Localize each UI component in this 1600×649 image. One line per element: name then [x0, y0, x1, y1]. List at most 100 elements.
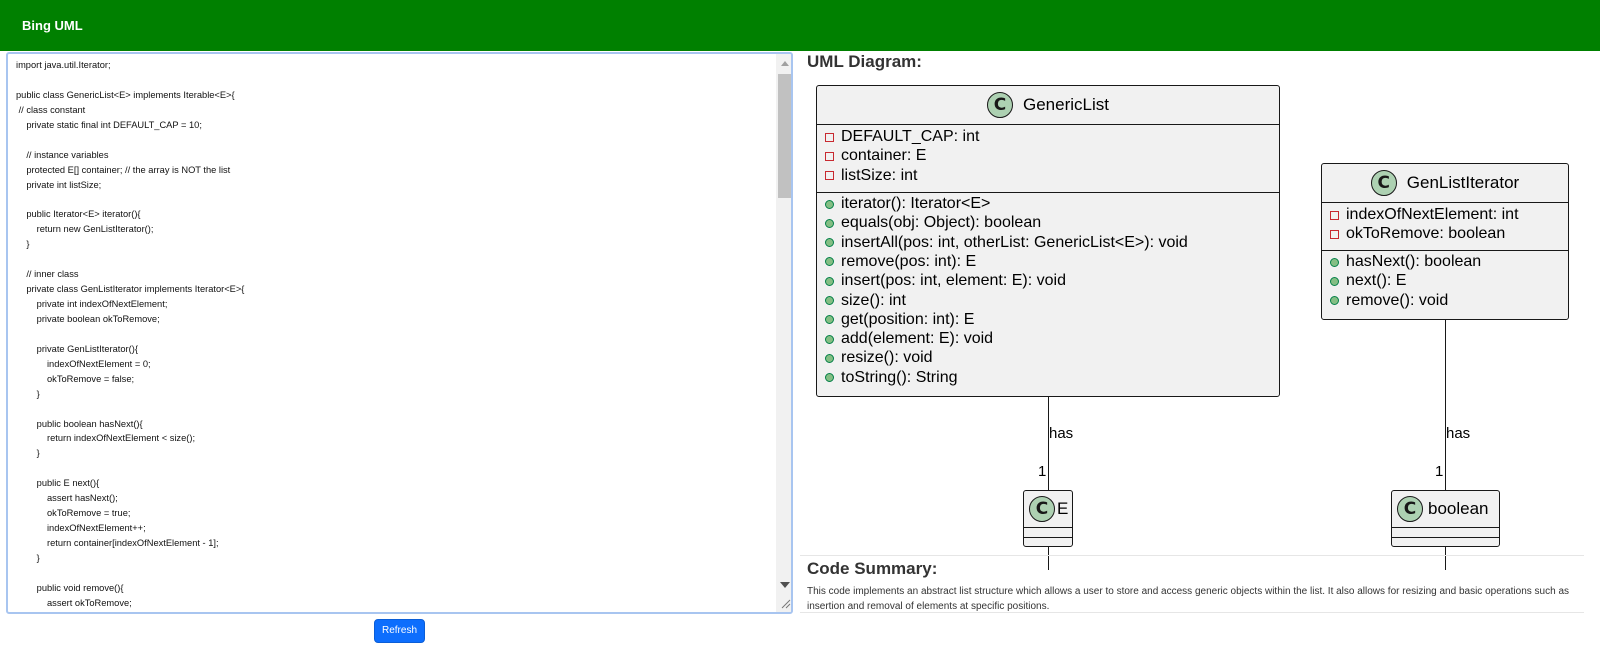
- code-line[interactable]: [16, 192, 244, 207]
- code-line[interactable]: // class constant: [16, 104, 86, 115]
- class-method: equals(obj: Object): boolean: [825, 214, 1041, 232]
- code-line[interactable]: private int indexOfNextElement;: [16, 299, 168, 309]
- code-line[interactable]: private boolean okToRemove;: [16, 313, 160, 324]
- class-field: container: E: [825, 147, 926, 165]
- code-line[interactable]: private GenListIterator(){: [16, 343, 138, 354]
- code-line[interactable]: indexOfNextElement = 0;: [16, 358, 151, 369]
- code-line[interactable]: public Iterator<E> iterator(){: [16, 209, 141, 220]
- field-text: container: E: [841, 147, 927, 165]
- class-method: size(): int: [825, 292, 906, 310]
- field-text: indexOfNextElement: int: [1346, 206, 1519, 223]
- code-line[interactable]: public class GenericList<E> implements I…: [16, 89, 235, 100]
- class-field: okToRemove: boolean: [1330, 225, 1505, 243]
- editor-scrollbar[interactable]: [776, 54, 791, 612]
- class-name: GenericList: [1023, 95, 1109, 114]
- resize-handle-icon[interactable]: [781, 599, 791, 609]
- class-icon: C: [1029, 496, 1055, 522]
- code-line[interactable]: import java.util.Iterator;: [16, 60, 111, 70]
- code-text[interactable]: import java.util.Iterator; public class G…: [16, 58, 244, 611]
- code-line[interactable]: // inner class: [16, 269, 79, 280]
- code-line[interactable]: okToRemove = true;: [16, 508, 131, 519]
- code-line[interactable]: private class GenListIterator implements…: [16, 284, 245, 295]
- class-method: resize(): void: [825, 349, 933, 367]
- code-line[interactable]: public void remove(){: [16, 582, 124, 593]
- class-method: remove(pos: int): E: [825, 253, 976, 271]
- code-line[interactable]: public E next(){: [16, 478, 100, 489]
- code-line[interactable]: assert hasNext();: [16, 493, 118, 504]
- class-method: next(): E: [1330, 272, 1406, 290]
- public-visibility-icon: [825, 373, 834, 383]
- class-method: iterator(): Iterator<E>: [825, 195, 990, 213]
- uml-heading: UML Diagram:: [807, 52, 922, 71]
- code-line[interactable]: public boolean hasNext(){: [16, 418, 143, 429]
- method-text: insertAll(pos: int, otherList: GenericLi…: [841, 233, 1188, 251]
- separator: [1392, 527, 1499, 528]
- code-line[interactable]: [16, 402, 244, 417]
- public-visibility-icon: [825, 276, 834, 286]
- method-text: next(): E: [1346, 272, 1407, 290]
- public-visibility-icon: [825, 199, 834, 209]
- class-method: add(element: E): void: [825, 330, 993, 348]
- code-line[interactable]: okToRemove = false;: [16, 373, 135, 384]
- public-visibility-icon: [1330, 257, 1339, 267]
- code-line[interactable]: [16, 133, 244, 148]
- class-name: GenListIterator: [1406, 173, 1520, 192]
- public-visibility-icon: [825, 334, 834, 344]
- separator: [1024, 527, 1072, 528]
- code-line[interactable]: [16, 252, 244, 267]
- scrollbar-thumb[interactable]: [778, 74, 791, 198]
- method-text: iterator(): Iterator<E>: [841, 195, 991, 212]
- class-icon: C: [987, 92, 1013, 118]
- class-method: remove(): void: [1330, 292, 1448, 310]
- summary-text: This code implements an abstract list st…: [807, 586, 1570, 612]
- code-line[interactable]: }: [16, 448, 40, 459]
- class-method: insertAll(pos: int, otherList: GenericLi…: [825, 234, 1188, 252]
- scroll-up-icon[interactable]: [781, 61, 789, 66]
- field-text: listSize: int: [841, 166, 918, 184]
- public-visibility-icon: [825, 218, 834, 228]
- method-text: toString(): String: [841, 368, 958, 386]
- code-line[interactable]: [16, 73, 244, 88]
- code-line[interactable]: // instance variables: [16, 149, 109, 160]
- separator: [1322, 250, 1568, 251]
- code-editor[interactable]: import java.util.Iterator; public class G…: [6, 52, 793, 614]
- brand-title[interactable]: Bing UML: [22, 18, 83, 33]
- code-line[interactable]: [16, 461, 244, 476]
- class-genlistiterator: C GenListIterator indexOfNextElement: in…: [1321, 163, 1569, 320]
- code-line[interactable]: [16, 327, 244, 342]
- association-line: [1445, 320, 1446, 570]
- public-visibility-icon: [825, 353, 834, 363]
- class-icon: C: [1370, 170, 1397, 196]
- code-line[interactable]: }: [16, 239, 30, 250]
- public-visibility-icon: [1330, 296, 1339, 306]
- summary-heading: Code Summary:: [807, 559, 938, 578]
- code-line[interactable]: indexOfNextElement++;: [16, 523, 146, 534]
- private-visibility-icon: [825, 132, 834, 142]
- class-name: E: [1057, 499, 1069, 518]
- class-method: insert(pos: int, element: E): void: [825, 272, 1066, 290]
- code-line[interactable]: protected E[] container; // the array is…: [16, 164, 231, 175]
- class-header: C GenListIterator: [1322, 164, 1568, 202]
- scroll-down-icon[interactable]: [780, 582, 790, 588]
- class-name: boolean: [1428, 499, 1489, 518]
- code-line[interactable]: [16, 566, 244, 581]
- code-line[interactable]: }: [16, 388, 40, 399]
- code-line[interactable]: private int listSize;: [16, 179, 102, 190]
- code-line[interactable]: assert okToRemove;: [16, 597, 132, 608]
- separator: [1392, 537, 1499, 538]
- class-icon: C: [1397, 496, 1423, 522]
- class-header: C E: [1024, 491, 1072, 527]
- class-method: get(position: int): E: [825, 311, 974, 329]
- refresh-button[interactable]: Refresh: [374, 619, 425, 643]
- class-field: indexOfNextElement: int: [1330, 206, 1519, 224]
- code-line[interactable]: return container[indexOfNextElement - 1]…: [16, 538, 219, 548]
- class-method: toString(): String: [825, 369, 957, 387]
- code-line[interactable]: return new GenListIterator();: [16, 224, 154, 235]
- class-e: C E: [1023, 490, 1073, 547]
- code-line[interactable]: private static final int DEFAULT_CAP = 1…: [16, 119, 202, 130]
- public-visibility-icon: [1330, 276, 1339, 286]
- code-line[interactable]: }: [16, 552, 40, 563]
- code-line[interactable]: return indexOfNextElement < size();: [16, 433, 196, 444]
- method-text: equals(obj: Object): boolean: [841, 214, 1042, 232]
- class-header: C boolean: [1392, 491, 1499, 527]
